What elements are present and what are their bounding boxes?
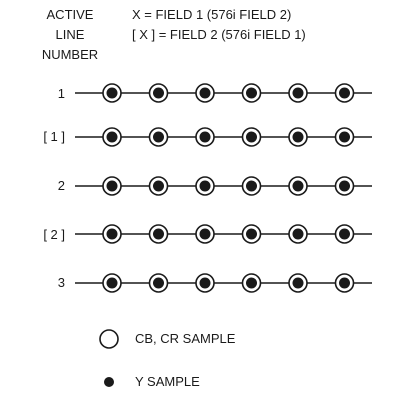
field-definition-x: X = FIELD 1 (576i FIELD 2)	[132, 7, 292, 22]
y-sample	[292, 277, 304, 289]
y-sample	[199, 131, 211, 143]
y-sample	[246, 228, 257, 240]
y-sample	[246, 131, 257, 143]
y-sample	[199, 228, 211, 240]
row-label-3: 3	[57, 275, 65, 290]
active-line-number-heading: ACTIVE LINE NUMBER	[22, 5, 118, 65]
y-sample	[106, 180, 118, 192]
y-sample	[153, 180, 164, 192]
row-label-1: 1	[57, 86, 65, 101]
y-sample	[292, 228, 304, 240]
sample-row	[75, 176, 372, 196]
y-sample	[246, 277, 257, 289]
y-sample	[339, 277, 350, 289]
sample-row	[75, 83, 372, 103]
y-sample	[339, 228, 350, 240]
y-sample	[106, 131, 118, 143]
y-sample	[339, 131, 350, 143]
y-sample	[153, 277, 164, 289]
y-sample	[339, 87, 350, 99]
legend-cb-cr-label: CB, CR SAMPLE	[135, 331, 236, 346]
legend-y-symbol	[104, 377, 114, 387]
sample-row	[75, 127, 372, 147]
y-sample	[292, 87, 304, 99]
row-label-bracket-2: [ 2 ]	[43, 227, 65, 242]
field-definition-bracket-x: [ X ] = FIELD 2 (576i FIELD 1)	[132, 27, 306, 42]
row-label-2: 2	[57, 178, 65, 193]
sample-row	[75, 224, 372, 244]
y-sample	[199, 277, 211, 289]
heading-line-2: LINE	[55, 27, 85, 42]
sample-row	[75, 273, 372, 293]
y-sample	[199, 180, 211, 192]
field-definitions: X = FIELD 1 (576i FIELD 2) [ X ] = FIELD…	[132, 5, 306, 45]
y-sample	[292, 180, 304, 192]
heading-line-3: NUMBER	[41, 47, 99, 62]
y-sample	[246, 180, 257, 192]
y-sample	[153, 131, 164, 143]
row-label-bracket-1: [ 1 ]	[43, 129, 65, 144]
y-sample	[292, 131, 304, 143]
heading-line-1: ACTIVE	[46, 7, 94, 22]
y-sample	[106, 87, 118, 99]
legend-cb-cr-symbol	[99, 329, 119, 349]
y-sample	[153, 87, 164, 99]
y-sample	[106, 228, 118, 240]
y-sample	[199, 87, 211, 99]
legend-y-label: Y SAMPLE	[135, 374, 200, 389]
y-sample	[339, 180, 350, 192]
y-sample	[246, 87, 257, 99]
y-sample	[106, 277, 118, 289]
y-sample-icon	[104, 377, 114, 387]
cb-cr-sample-icon	[99, 329, 119, 349]
y-sample	[153, 228, 164, 240]
